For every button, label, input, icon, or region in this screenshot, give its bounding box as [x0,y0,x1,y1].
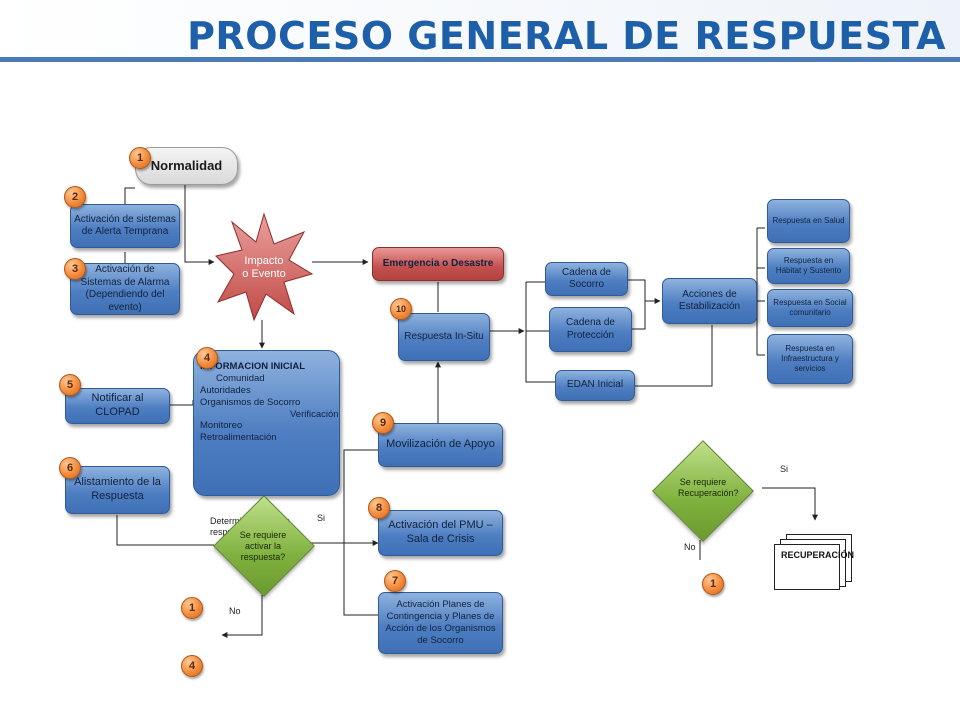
acciones-estabilizacion-box: Acciones de Estabilización [662,278,757,324]
alistamiento-box: Alistamiento de la Respuesta [65,466,170,514]
info-item: Autoridades [200,384,251,396]
impacto-label: Impacto o Evento [242,255,286,281]
page-title: PROCESO GENERAL DE RESPUESTA [187,14,946,58]
notificar-box: Notificar al CLOPAD [65,388,170,424]
title-bar: PROCESO GENERAL DE RESPUESTA [0,0,960,62]
planes-box: Activación Planes de Contingencia y Plan… [378,592,503,654]
no-label: No [229,606,241,616]
step-badge: 1 [129,147,151,169]
step-badge: 1 [181,597,203,619]
respuesta-in-situ-box: Respuesta In-Situ [398,313,490,361]
cadena-proteccion-box: Cadena de Protección [549,307,632,352]
decision-recuperacion-label: Se requiere Recuperación? [678,477,739,498]
si-label: Si [317,513,326,523]
step-badge: 4 [196,347,218,369]
si-label: Si [780,464,789,474]
info-item: Retroalimentación [200,432,277,444]
edan-box: EDAN Inicial [555,370,635,401]
impacto-star [215,212,314,322]
no-label: No [684,542,696,552]
step-badge: 10 [390,298,412,320]
emergencia-box: Emergencia o Desastre [372,247,504,281]
respuesta-infraestructura-box: Respuesta en Infraestructura y servicios [767,334,853,384]
step-badge: 9 [372,412,394,434]
recuperacion-doc [774,544,840,590]
respuesta-habitat-box: Respuesta en Hábitat y Sustento [767,248,850,284]
informacion-inicial-box: INFORMACION INICIAL Comunidad Autoridade… [193,350,340,496]
step-badge: 3 [64,258,86,280]
info-title: INFORMACION INICIAL [200,361,306,372]
step-badge: 4 [181,655,203,677]
respuesta-salud-box: Respuesta en Salud [767,199,850,243]
step-badge: 7 [384,570,406,592]
normalidad-box: Normalidad [135,147,238,185]
title-underline [0,57,960,62]
recuperacion-label: RECUPERACIÓN [781,550,855,560]
sistemas-alarma-box: Activación de Sistemas de Alarma (Depend… [70,263,180,315]
step-badge: 2 [64,186,86,208]
step-badge: 1 [702,573,724,595]
info-item: Verificación [290,408,339,420]
decision-activar-label: Se requiere activar la respuesta? [239,530,287,562]
movilizacion-box: Movilización de Apoyo [378,423,503,467]
alerta-temprana-box: Activación de sistemas de Alerta Tempran… [70,204,180,248]
info-item: Organismos de Socorro [200,396,301,408]
step-badge: 6 [59,457,81,479]
step-badge: 8 [368,497,390,519]
step-badge: 5 [59,374,81,396]
info-item: Comunidad [216,372,265,384]
cadena-socorro-box: Cadena de Socorro [545,262,628,296]
pmu-box: Activación del PMU – Sala de Crisis [378,510,503,556]
info-item: Monitoreo [200,420,243,432]
respuesta-social-box: Respuesta en Social comunitario [767,289,853,327]
